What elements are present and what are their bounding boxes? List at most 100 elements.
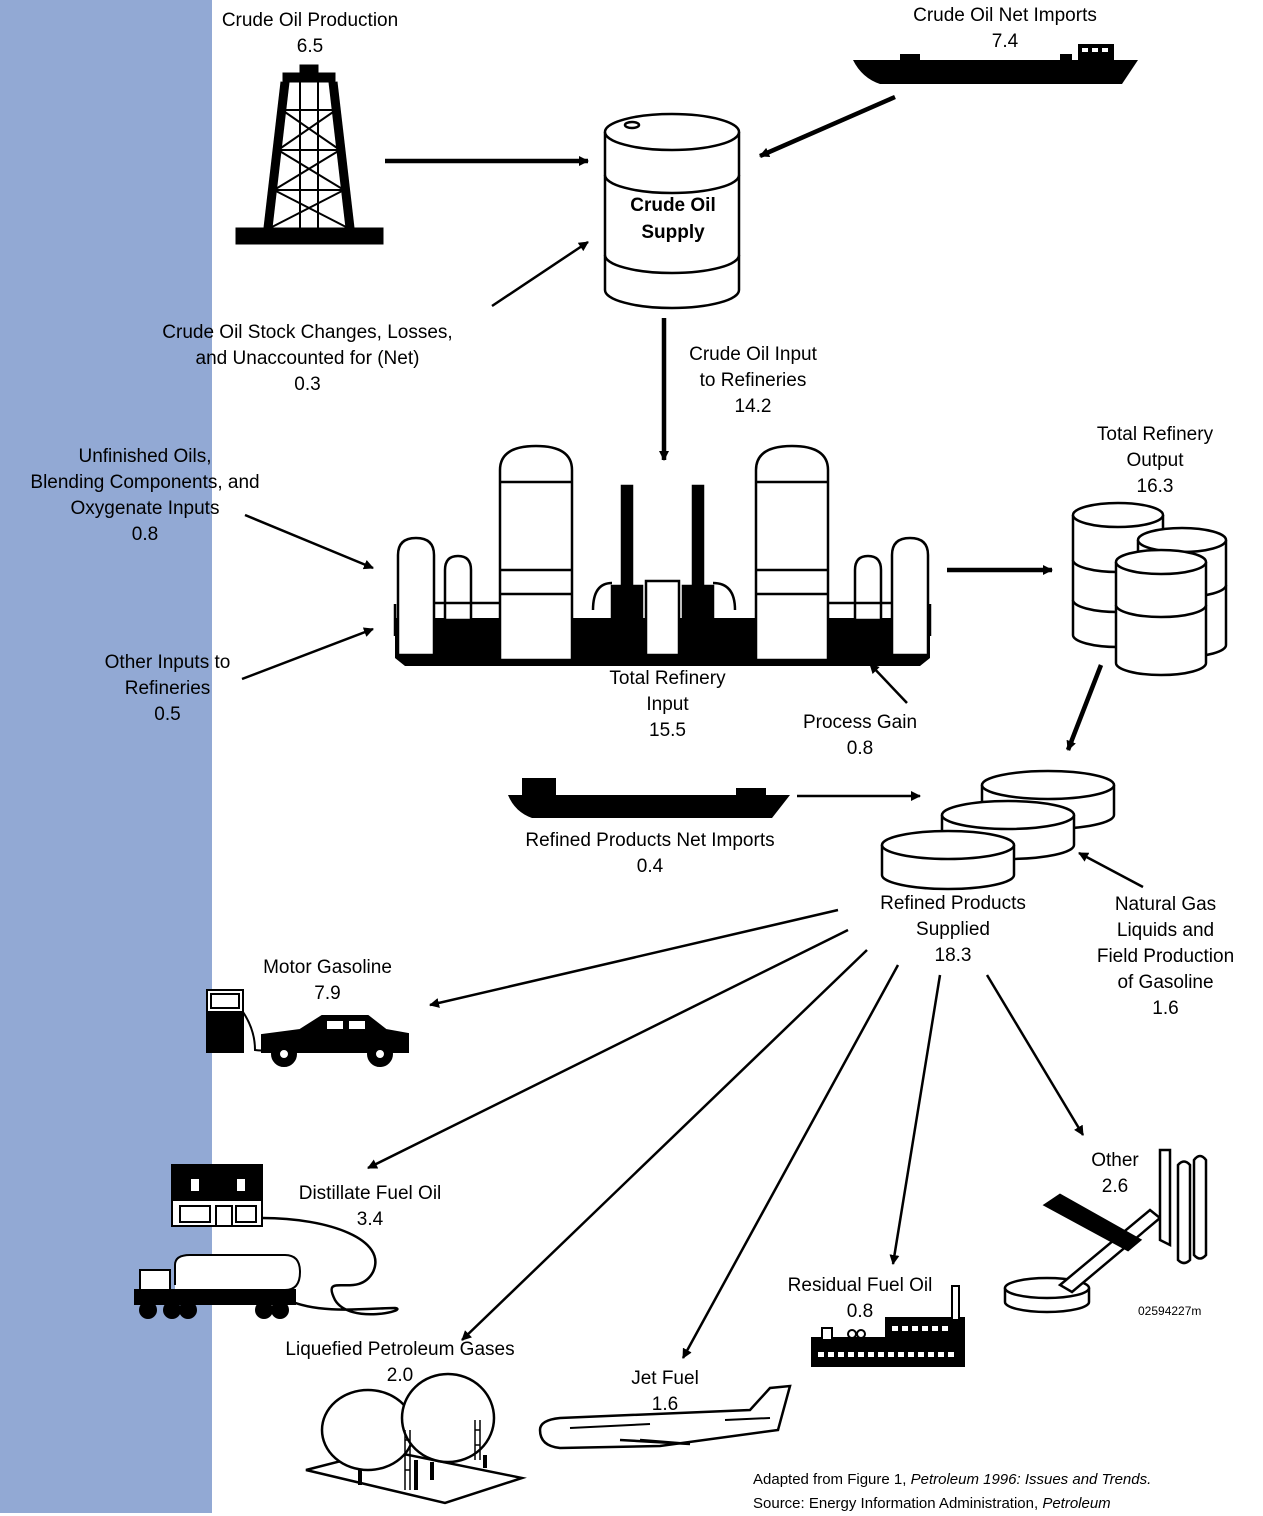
source-line2-title: Petroleum (1042, 1495, 1111, 1512)
unfinished-line3: Oxygenate Inputs (70, 498, 220, 519)
total-input-value: 15.5 (649, 720, 686, 741)
arrow-gain-to-refinery (869, 663, 908, 704)
arrow-to-residual (889, 974, 942, 1265)
motor-gasoline-value: 7.9 (314, 983, 341, 1004)
figure-code: 02594227m (1138, 1304, 1202, 1318)
arrow-to-jet-fuel (681, 964, 900, 1359)
lpg-value: 2.0 (386, 1365, 414, 1386)
crude-supply-line2: Supply (641, 222, 705, 243)
stock-changes-line2: and Unaccounted for (Net) (195, 348, 420, 369)
lpg-label: Liquefied Petroleum Gases 2.0 (260, 1337, 540, 1389)
storage-tanks-icon (880, 769, 1116, 891)
jet-fuel-value: 1.6 (651, 1394, 679, 1415)
crude-imports-value: 7.4 (991, 31, 1019, 52)
source-line2-prefix: Source: Energy Information Administratio… (753, 1495, 1043, 1512)
flow-arrows (241, 94, 1144, 1359)
tanker-ship-icon (508, 778, 790, 818)
arrow-to-other (985, 974, 1085, 1136)
ngl-value: 1.6 (1152, 998, 1179, 1019)
crude-input-line2: to Refineries (699, 370, 807, 391)
house-truck-icon (134, 1164, 399, 1319)
stock-changes-label: Crude Oil Stock Changes, Losses, and Una… (130, 320, 485, 398)
residual-label: Residual Fuel Oil 0.8 (765, 1273, 955, 1325)
rp-supplied-line2: Supplied (916, 919, 990, 940)
unfinished-value: 0.8 (131, 524, 159, 545)
crude-supply-line1: Crude Oil (630, 195, 716, 216)
crude-supply-label: Crude Oil Supply (608, 192, 738, 246)
oil-barrel-icon (603, 112, 741, 310)
gas-pump-car-icon (206, 989, 409, 1067)
residual-value: 0.8 (846, 1301, 874, 1322)
factory-icon (811, 1285, 965, 1367)
distillate-label: Distillate Fuel Oil 3.4 (275, 1181, 465, 1233)
arrow-output-to-supplied (1065, 664, 1104, 751)
refinery-icon (393, 444, 932, 666)
rp-imports-label: Refined Products Net Imports 0.4 (490, 828, 810, 880)
distillate-value: 3.4 (356, 1209, 384, 1230)
lpg-name: Liquefied Petroleum Gases (285, 1339, 515, 1360)
unfinished-line2: Blending Components, and (30, 472, 260, 493)
rp-imports-value: 0.4 (636, 856, 664, 877)
source-line2: Source: Energy Information Administratio… (753, 1492, 1151, 1516)
ngl-label: Natural Gas Liquids and Field Production… (1078, 892, 1253, 1022)
arrow-ngl-to-supplied (1078, 851, 1144, 889)
jet-fuel-name: Jet Fuel (631, 1368, 699, 1389)
arrow-imports-to-supply (759, 94, 896, 159)
rp-supplied-value: 18.3 (934, 945, 972, 966)
ngl-line2: Liquids and (1116, 920, 1215, 941)
arrow-to-motor-gasoline (429, 908, 839, 1008)
stock-changes-line1: Crude Oil Stock Changes, Losses, (162, 322, 453, 343)
lpg-spheres-icon (305, 1372, 527, 1505)
tanker-ship-icon (853, 44, 1138, 84)
crude-input-value: 14.2 (734, 396, 772, 417)
total-output-value: 16.3 (1136, 476, 1174, 497)
other-inputs-line2: Refineries (124, 678, 211, 699)
source-line1-prefix: Adapted from Figure 1, (753, 1471, 911, 1488)
ngl-line4: of Gasoline (1117, 972, 1214, 993)
rp-supplied-label: Refined Products Supplied 18.3 (858, 891, 1048, 969)
other-inputs-value: 0.5 (154, 704, 181, 725)
jet-fuel-label: Jet Fuel 1.6 (610, 1366, 720, 1418)
process-gain-label: Process Gain 0.8 (785, 710, 935, 762)
process-gain-value: 0.8 (846, 738, 874, 759)
arrow-stock-to-supply (491, 240, 589, 308)
other-inputs-label: Other Inputs to Refineries 0.5 (80, 650, 255, 728)
industrial-plant-icon (1003, 1148, 1208, 1314)
crude-production-name: Crude Oil Production (221, 10, 399, 31)
rp-supplied-line1: Refined Products (880, 893, 1026, 914)
total-output-line2: Output (1126, 450, 1184, 471)
other-product-label: Other 2.6 (1080, 1148, 1150, 1200)
other-product-name: Other (1091, 1150, 1139, 1171)
other-product-value: 2.6 (1101, 1176, 1129, 1197)
total-input-line1: Total Refinery (609, 668, 726, 689)
crude-input-label: Crude Oil Input to Refineries 14.2 (678, 342, 828, 420)
motor-gasoline-label: Motor Gasoline 7.9 (240, 955, 415, 1007)
source-line1-title: Petroleum 1996: Issues and Trends. (910, 1471, 1152, 1488)
residual-name: Residual Fuel Oil (787, 1275, 933, 1296)
total-output-line1: Total Refinery (1096, 424, 1214, 445)
crude-input-line1: Crude Oil Input (689, 344, 817, 365)
arrow-unfinished-to-refinery (244, 513, 374, 570)
total-input-line2: Input (646, 694, 689, 715)
arrow-to-lpg (461, 949, 868, 1341)
stock-changes-value: 0.3 (294, 374, 321, 395)
source-note: Adapted from Figure 1, Petroleum 1996: I… (753, 1468, 1151, 1516)
rp-imports-name: Refined Products Net Imports (525, 830, 775, 851)
crude-imports-name: Crude Oil Net Imports (913, 5, 1097, 26)
crude-production-value: 6.5 (296, 36, 324, 57)
ngl-line1: Natural Gas (1114, 894, 1217, 915)
arrow-other-to-refinery (241, 627, 374, 681)
other-inputs-line1: Other Inputs to (104, 652, 231, 673)
ngl-line3: Field Production (1096, 946, 1235, 967)
crude-production-label: Crude Oil Production 6.5 (200, 8, 420, 60)
total-input-label: Total Refinery Input 15.5 (590, 666, 745, 744)
source-line1: Adapted from Figure 1, Petroleum 1996: I… (753, 1468, 1151, 1492)
process-gain-name: Process Gain (802, 712, 918, 733)
motor-gasoline-name: Motor Gasoline (263, 957, 392, 978)
distillate-name: Distillate Fuel Oil (298, 1183, 442, 1204)
barrels-stack-icon (1071, 501, 1228, 677)
jet-airplane-icon (538, 1384, 792, 1450)
total-output-label: Total Refinery Output 16.3 (1075, 422, 1235, 500)
unfinished-label: Unfinished Oils, Blending Components, an… (0, 444, 290, 548)
